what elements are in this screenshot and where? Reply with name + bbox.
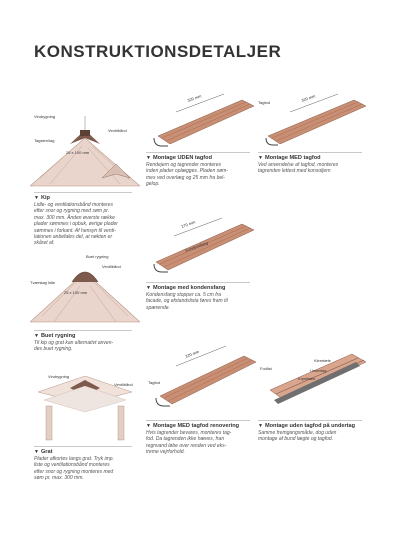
buet-label-3: 25 x 100 mm xyxy=(64,290,88,295)
buet-label-2: Tværsløg lidle xyxy=(30,280,56,285)
buet-illustration: Buet rygning Ventilbånd Tværsløg lidle 2… xyxy=(30,254,140,323)
kip-label-1: Ventilbånd xyxy=(108,128,127,133)
grat-text: Plader afkortes langs grat. Tryk imp.lis… xyxy=(34,456,114,482)
kip-illustration: Vindrygning Ventilbånd Tagsten/lag 25 x … xyxy=(30,114,140,187)
undertag-illustration: Fodlist Klemtæle Undertag Kryslisten xyxy=(260,353,367,404)
undertag-label-3: Kryslisten xyxy=(298,376,315,381)
kip-label-0: Vindrygning xyxy=(34,114,55,119)
grat-label-0: Vindrygning xyxy=(48,374,69,379)
med-label-0: Tagfod xyxy=(258,100,270,105)
renovering-text: Hvis tagrender bevares, monteres tag-fod… xyxy=(146,430,232,456)
buet-caption: ▼Buet rygning xyxy=(34,330,132,339)
med-illustration: Tagfod 320 mm xyxy=(258,93,367,146)
kip-label-2: Tagsten/lag xyxy=(34,138,54,143)
renovering-label-1: Tagfod xyxy=(148,380,160,385)
renovering-caption: ▼Montage MED tagfod renovering xyxy=(146,420,250,429)
grat-caption: ▼Grat xyxy=(34,446,132,455)
grat-label-1: Ventilbånd xyxy=(114,382,133,387)
renovering-label-0: 320 mm xyxy=(185,349,201,359)
undertag-caption: ▼Montage uden tagfod på undertag xyxy=(258,420,362,429)
kondens-illustration: 270 mm Kondensfang xyxy=(153,217,255,273)
kip-label-3: 25 x 100 mm xyxy=(66,150,90,155)
page-title: KONSTRUKTIONSDETALJER xyxy=(34,42,282,61)
buet-text: Til kip og grat kan alternativt anven-de… xyxy=(34,340,114,353)
undertag-label-1: Klemtæle xyxy=(314,358,332,363)
kip-caption: ▼Kip xyxy=(34,192,132,201)
buet-label-1: Ventilbånd xyxy=(102,264,121,269)
med-label-1: 320 mm xyxy=(301,93,317,103)
uden-illustration: 320 mm xyxy=(153,93,255,147)
renovering-illustration: 320 mm Tagfod xyxy=(148,345,257,407)
buet-label-0: Buet rygning xyxy=(86,254,108,259)
grat-illustration: Vindrygning Ventilbånd xyxy=(37,374,133,441)
med-caption: ▼Montage MED tagfod xyxy=(258,152,362,161)
uden-caption: ▼Montage UDEN tagfod xyxy=(146,152,250,161)
undertag-label-0: Fodlist xyxy=(260,366,273,371)
kondens-caption: ▼Montage med kondensfang xyxy=(146,282,250,291)
undertag-label-2: Undertag xyxy=(310,368,326,373)
uden-label-0: 320 mm xyxy=(187,93,203,103)
kondens-label-0: 270 mm xyxy=(181,219,197,229)
